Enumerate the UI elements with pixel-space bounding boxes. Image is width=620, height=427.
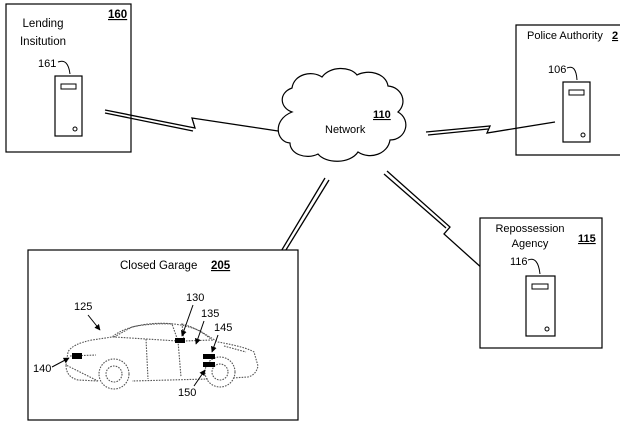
repo-server-leader: [527, 258, 541, 275]
module-130: [175, 338, 185, 343]
police-server-ref: 106: [548, 64, 566, 76]
lending-ref: 160: [108, 9, 127, 21]
lending-server-icon: [54, 75, 83, 137]
repossession-agency-box: Repossession Agency 115 116: [479, 217, 603, 349]
garage-ref: 205: [211, 260, 231, 272]
lending-title-line1: Lending: [23, 18, 64, 30]
police-authority-box: Police Authority 2 106: [515, 24, 620, 156]
car-ref: 125: [74, 301, 92, 313]
lending-institution-box: Lending Insitution 160 161: [5, 3, 132, 153]
repo-server-ref: 116: [510, 256, 528, 268]
lending-title-line2: Insitution: [20, 36, 66, 48]
repo-title-line2: Agency: [512, 238, 549, 250]
module-ref-135: 135: [201, 308, 219, 320]
module-ref-150: 150: [178, 387, 196, 399]
lending-server-ref: 161: [38, 58, 56, 70]
closed-garage-box: Closed Garage 205 125 130 135 145: [27, 249, 299, 421]
repo-ref: 115: [578, 233, 596, 245]
link-police-network: [425, 121, 556, 134]
module-ref-130: 130: [186, 292, 204, 304]
network-cloud: Network 110: [277, 67, 407, 162]
repo-server-icon: [525, 275, 556, 337]
link-lending-network: [104, 109, 279, 132]
police-ref: 2: [612, 30, 618, 42]
police-server-icon: [562, 81, 591, 143]
module-140: [72, 353, 82, 359]
police-server-leader: [566, 66, 578, 81]
module-ref-145: 145: [214, 322, 232, 334]
network-label: Network: [325, 124, 366, 136]
repo-title-line1: Repossession: [495, 223, 564, 235]
link-repo-network: [386, 170, 514, 297]
police-title: Police Authority: [527, 30, 603, 42]
module-145: [203, 354, 215, 359]
garage-title: Closed Garage: [120, 260, 197, 272]
lending-server-leader: [57, 60, 71, 75]
module-ref-140: 140: [33, 363, 51, 375]
network-ref: 110: [373, 109, 391, 121]
module-150: [203, 362, 215, 367]
